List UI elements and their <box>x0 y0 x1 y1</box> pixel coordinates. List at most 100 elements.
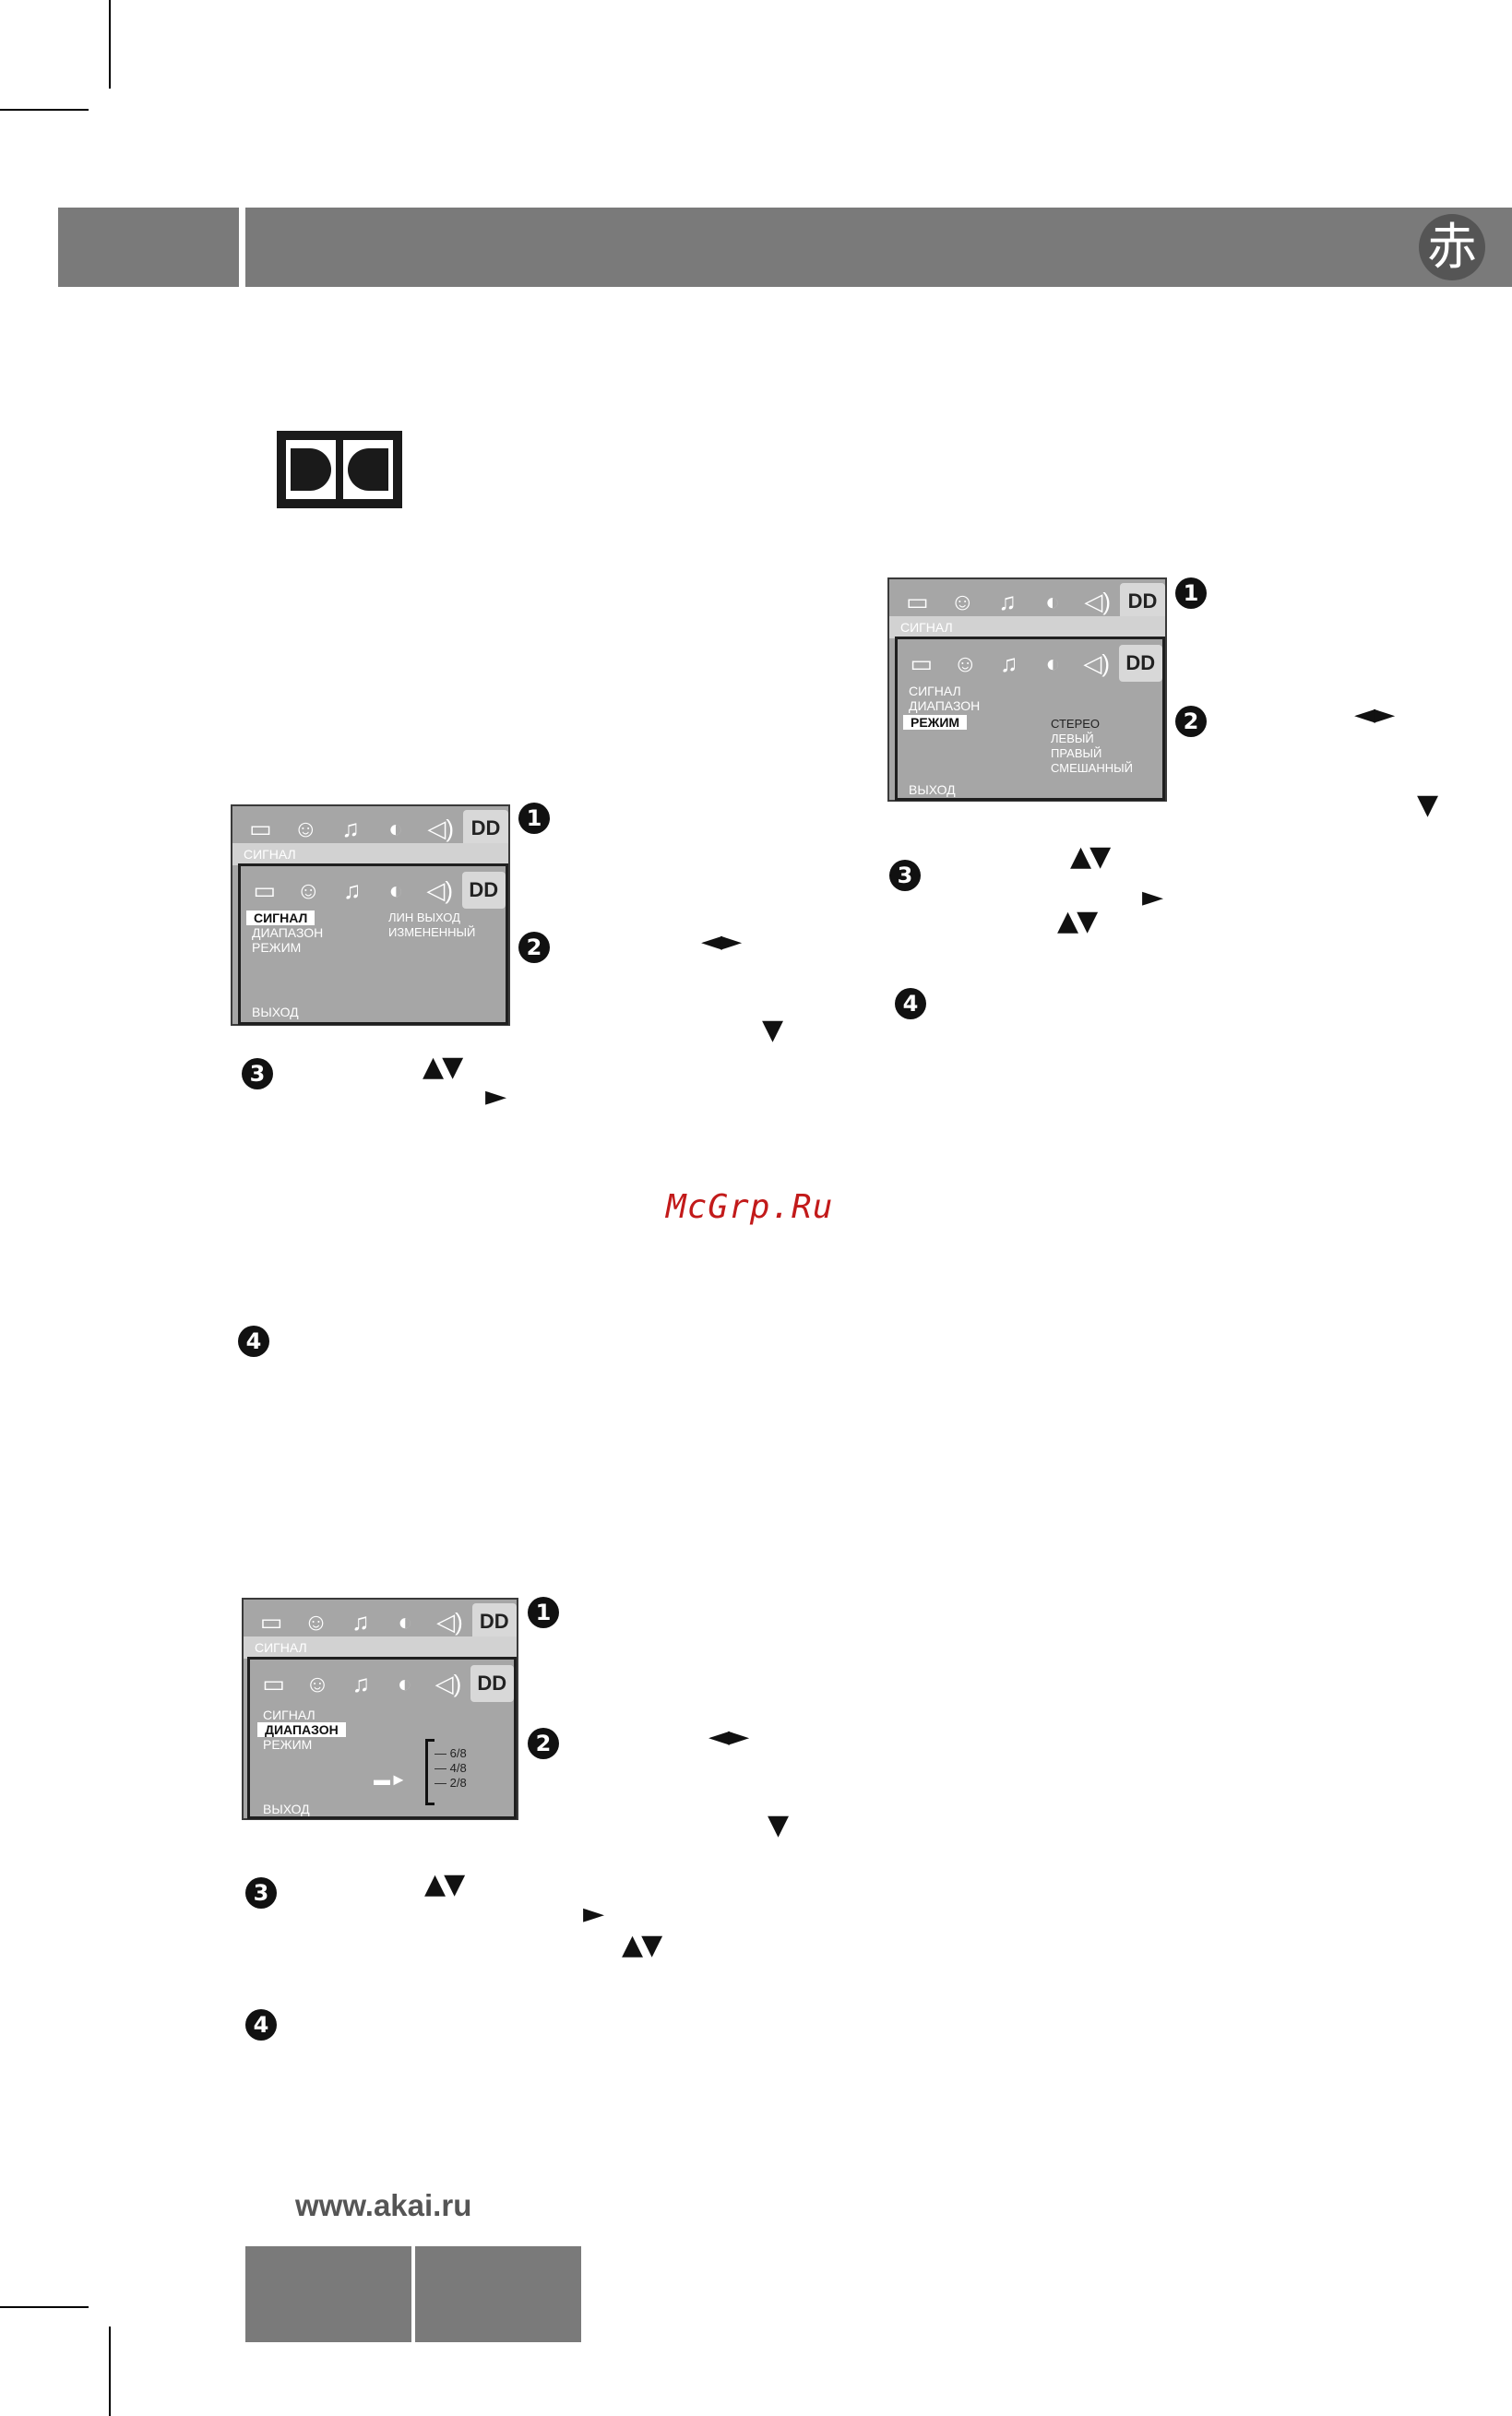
picture-icon[interactable]: ◐ <box>398 1608 412 1636</box>
crop-mark-top-horizontal <box>0 109 89 111</box>
option-mixed[interactable]: СМЕШАННЫЙ <box>1051 761 1133 775</box>
menu-item-signal[interactable]: СИГНАЛ <box>246 910 315 925</box>
osd-submenu-panel: ▭ ☺ ♫ ◐ ◁) DD СИГНАЛ ДИАПАЗОН РЕЖИМ СТЕР… <box>895 637 1165 801</box>
picture-icon[interactable]: ◐ <box>388 876 404 904</box>
dolby-tab-icon[interactable]: DD <box>1120 583 1165 620</box>
menu-exit[interactable]: ВЫХОД <box>909 782 956 797</box>
down-arrow-icon: ▼ <box>768 1809 789 1841</box>
osd-submenu-tab-row: ▭ ☺ ♫ ◐ ◁) DD <box>898 641 1162 685</box>
audio-icon[interactable]: ♫ <box>343 876 362 904</box>
monitor-icon[interactable]: ▭ <box>910 649 934 677</box>
left-right-arrows-icon: ◄► <box>1354 698 1395 731</box>
audio-icon[interactable]: ♫ <box>351 1608 370 1636</box>
picture-icon[interactable]: ◐ <box>1045 588 1060 615</box>
step-1-badge: 1 <box>518 803 550 834</box>
osd-band-title: СИГНАЛ <box>232 843 508 865</box>
option-line-out[interactable]: ЛИН ВЫХОД <box>388 910 460 924</box>
up-down-arrows-icon: ▲▼ <box>622 1929 662 1961</box>
step-1-badge: 1 <box>1175 577 1207 609</box>
up-down-arrows-icon: ▲▼ <box>1057 905 1098 937</box>
picture-icon[interactable]: ◐ <box>388 815 403 842</box>
option-left[interactable]: ЛЕВЫЙ <box>1051 732 1094 745</box>
osd-submenu-tab-row: ▭ ☺ ♫ ◐ ◁) DD <box>241 868 506 912</box>
crop-mark-top-vertical <box>109 0 111 89</box>
speaker-icon[interactable]: ◁) <box>435 1670 462 1697</box>
option-modified[interactable]: ИЗМЕНЕННЫЙ <box>388 925 476 939</box>
language-icon[interactable]: ☺ <box>295 876 321 904</box>
menu-item-signal[interactable]: СИГНАЛ <box>263 1708 315 1722</box>
menu-item-range[interactable]: ДИАПАЗОН <box>252 925 324 940</box>
monitor-icon[interactable]: ▭ <box>253 876 277 904</box>
speaker-icon[interactable]: ◁) <box>426 876 454 904</box>
step-2-badge: 2 <box>518 932 550 963</box>
range-gauge-bracket <box>425 1739 428 1805</box>
language-icon[interactable]: ☺ <box>304 1670 330 1697</box>
dolby-tab-icon[interactable]: DD <box>471 1603 517 1640</box>
monitor-icon[interactable]: ▭ <box>262 1670 285 1697</box>
step-2-badge: 2 <box>528 1728 559 1759</box>
step-1-badge: 1 <box>528 1597 559 1628</box>
up-down-arrows-icon: ▲▼ <box>1070 840 1111 873</box>
step-4-badge: 4 <box>238 1326 269 1357</box>
menu-item-range[interactable]: ДИАПАЗОН <box>257 1722 346 1737</box>
crop-mark-bottom-vertical <box>109 2327 111 2416</box>
range-level-2-8[interactable]: — 2/8 <box>435 1776 467 1790</box>
range-level-4-8[interactable]: — 4/8 <box>435 1761 467 1775</box>
left-right-arrows-icon: ◄► <box>708 1720 749 1753</box>
up-down-arrows-icon: ▲▼ <box>424 1868 465 1900</box>
audio-icon[interactable]: ♫ <box>351 1670 371 1697</box>
osd-band-title: СИГНАЛ <box>889 616 1165 638</box>
speaker-icon[interactable]: ◁) <box>427 815 455 842</box>
menu-item-mode[interactable]: РЕЖИМ <box>263 1737 313 1752</box>
menu-item-mode[interactable]: РЕЖИМ <box>903 715 968 730</box>
picture-icon[interactable]: ◐ <box>1045 649 1061 677</box>
menu-item-signal[interactable]: СИГНАЛ <box>909 684 961 698</box>
range-pointer-icon: ▬► <box>374 1770 407 1789</box>
osd-band-title: СИГНАЛ <box>244 1636 517 1659</box>
audio-icon[interactable]: ♫ <box>341 815 360 842</box>
option-stereo[interactable]: СТЕРЕО <box>1051 717 1101 731</box>
audio-icon[interactable]: ♫ <box>1000 649 1018 677</box>
option-right[interactable]: ПРАВЫЙ <box>1051 746 1102 760</box>
language-icon[interactable]: ☺ <box>952 649 978 677</box>
right-arrow-icon: ► <box>1142 881 1163 913</box>
osd-submenu-panel: ▭ ☺ ♫ ◐ ◁) DD СИГНАЛ ДИАПАЗОН РЕЖИМ — 6/… <box>247 1657 517 1819</box>
crop-mark-bottom-horizontal <box>0 2306 89 2308</box>
range-gauge-tick <box>425 1739 435 1742</box>
speaker-icon[interactable]: ◁) <box>1084 588 1112 615</box>
footer-page-block-right <box>415 2246 581 2342</box>
header-title-bar <box>245 208 1512 287</box>
language-icon[interactable]: ☺ <box>292 815 318 842</box>
dolby-digital-logo-icon <box>277 431 402 508</box>
range-level-6-8[interactable]: — 6/8 <box>435 1746 467 1760</box>
step-3-badge: 3 <box>889 860 921 891</box>
menu-item-mode[interactable]: РЕЖИМ <box>252 940 302 955</box>
picture-icon[interactable]: ◐ <box>397 1670 412 1697</box>
right-arrow-icon: ► <box>583 1898 604 1930</box>
dolby-tab-icon[interactable]: DD <box>463 810 508 847</box>
footer-url-link[interactable]: www.akai.ru <box>295 2188 472 2222</box>
dolby-tab-icon[interactable]: DD <box>1118 645 1162 682</box>
footer-page-block-left <box>245 2246 411 2342</box>
right-arrow-icon: ► <box>485 1080 506 1113</box>
osd-submenu-tab-row: ▭ ☺ ♫ ◐ ◁) DD <box>250 1661 514 1706</box>
speaker-icon[interactable]: ◁) <box>436 1608 463 1636</box>
osd-submenu-panel: ▭ ☺ ♫ ◐ ◁) DD СИГНАЛ ДИАПАЗОН РЕЖИМ ЛИН … <box>238 863 508 1025</box>
speaker-icon[interactable]: ◁) <box>1083 649 1111 677</box>
monitor-icon[interactable]: ▭ <box>249 815 272 842</box>
dolby-tab-icon[interactable]: DD <box>461 872 506 909</box>
menu-item-range[interactable]: ДИАПАЗОН <box>909 698 981 713</box>
down-arrow-icon: ▼ <box>762 1014 783 1046</box>
header-tab-block <box>58 208 239 287</box>
up-down-arrows-icon: ▲▼ <box>423 1051 463 1083</box>
menu-exit[interactable]: ВЫХОД <box>263 1802 310 1816</box>
monitor-icon[interactable]: ▭ <box>906 588 929 615</box>
audio-icon[interactable]: ♫ <box>998 588 1017 615</box>
menu-exit[interactable]: ВЫХОД <box>252 1005 299 1019</box>
dolby-tab-icon[interactable]: DD <box>470 1665 514 1702</box>
watermark-text: McGrp.Ru <box>666 1188 834 1226</box>
monitor-icon[interactable]: ▭ <box>259 1608 283 1636</box>
osd-menu-range: ▭ ☺ ♫ ◐ ◁) DD СИГНАЛ ▭ ☺ ♫ ◐ ◁) DD СИГНА… <box>242 1598 518 1820</box>
language-icon[interactable]: ☺ <box>304 1608 328 1636</box>
language-icon[interactable]: ☺ <box>949 588 975 615</box>
